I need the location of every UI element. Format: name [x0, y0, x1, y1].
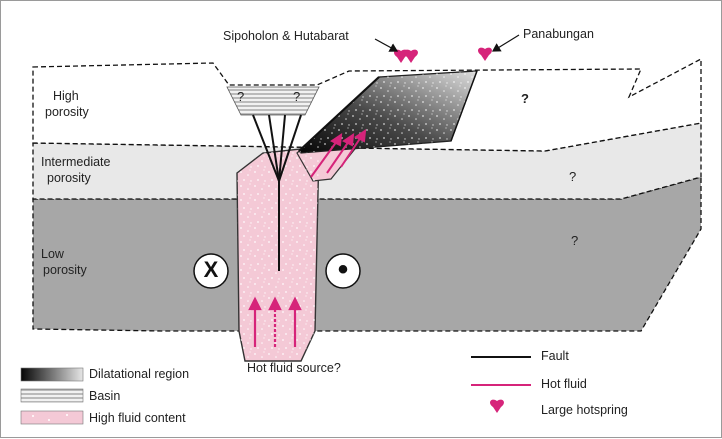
legend-label-fault: Fault [541, 349, 569, 363]
legend-label-high-fluid: High fluid content [89, 411, 186, 425]
unknown-high-marker: ? [521, 91, 529, 106]
callout-sipoholon-label: Sipoholon & Hutabarat [223, 29, 349, 44]
legend-swatch-hotspring-icon [490, 400, 504, 413]
legend-label-dilatational: Dilatational region [89, 367, 189, 381]
low-porosity-layer [33, 177, 701, 331]
layer-label-high-line2: porosity [45, 105, 89, 120]
callout-panabungan-label: Panabungan [523, 27, 594, 42]
unknown-basin-left-marker: ? [237, 89, 244, 104]
hotspring-panabungan-icon [478, 48, 492, 61]
legend-swatch-high-fluid [21, 411, 83, 424]
layer-label-intermediate-line2: porosity [47, 171, 91, 186]
callout-arrow-panabungan [493, 35, 519, 51]
hot-fluid-source-label: Hot fluid source? [247, 361, 341, 376]
legend-label-hotspring: Large hotspring [541, 403, 628, 417]
legend-label-basin: Basin [89, 389, 120, 403]
legend-swatch-basin [21, 389, 83, 402]
unknown-low-marker: ? [571, 233, 578, 248]
callout-arrow-sipoholon [375, 39, 397, 51]
layer-label-low-line1: Low [41, 247, 64, 262]
fault-away-glyph: X [201, 257, 221, 283]
unknown-intermediate-marker: ? [569, 169, 576, 184]
layer-label-high-line1: High [53, 89, 79, 104]
layer-label-low-line2: porosity [43, 263, 87, 278]
layer-label-intermediate-line1: Intermediate [41, 155, 110, 170]
unknown-basin-right-marker: ? [293, 89, 300, 104]
legend-swatch-dilatational [21, 368, 83, 381]
hotspring-sipoholon-icon [394, 50, 418, 63]
legend-label-hot-fluid: Hot fluid [541, 377, 587, 391]
fault-toward-glyph: • [333, 253, 353, 287]
